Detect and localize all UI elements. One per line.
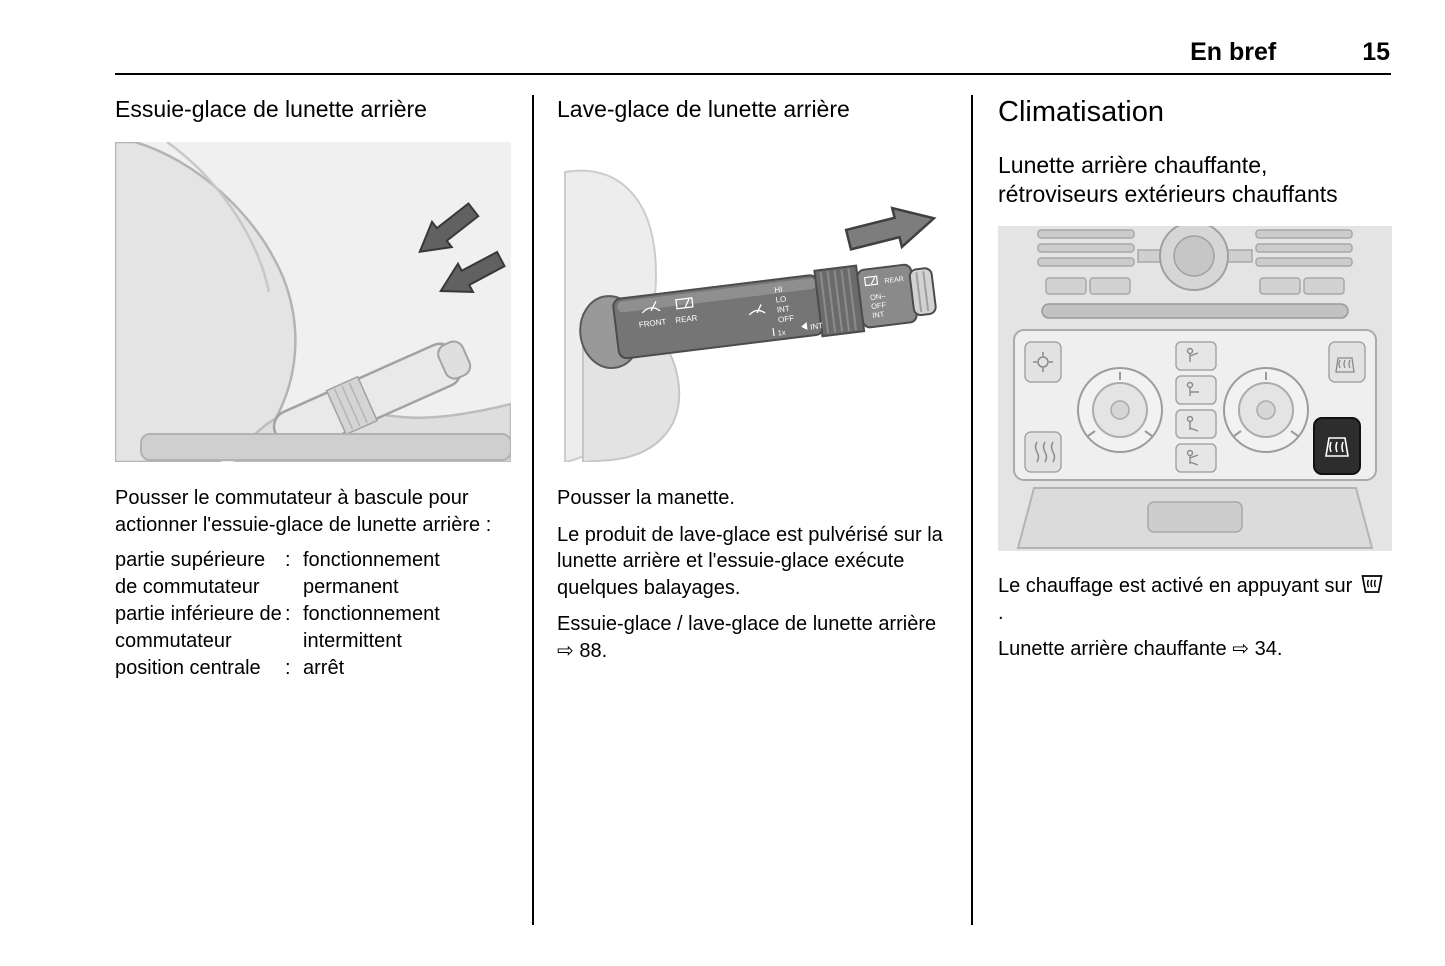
stalk-label-int-end: INT: [872, 309, 886, 319]
steering-column-drawing: [115, 142, 511, 462]
section-title: En bref: [1190, 38, 1277, 66]
washer-stalk-shape: FRONT REAR HI LO INT OFF 1x: [579, 263, 937, 369]
reference-text: Lunette arrière chauffante: [998, 638, 1227, 660]
reference-text: Essuie-glace / lave-glace de lunette: [557, 613, 873, 635]
reference-page-number: 88.: [579, 639, 608, 662]
definition-colon: :: [285, 657, 291, 679]
temperature-knob-shape: [1223, 367, 1309, 453]
washer-stalk-illustration: FRONT REAR HI LO INT OFF 1x: [557, 142, 951, 462]
page-number: 15: [1362, 38, 1390, 66]
washer-push-text: Pousser la manette.: [557, 487, 735, 509]
column-separator-right: [971, 95, 973, 925]
front-wiper-icon: [641, 300, 661, 314]
definition-value: arrêt: [303, 657, 345, 679]
climate-panel-drawing: [998, 226, 1392, 551]
definition-term: partie inférieure de commutateur: [115, 603, 282, 652]
rear-wiper-definition-list: partie supérieure de commutateur : fonct…: [115, 547, 511, 682]
definition-value: fonctionnement intermittent: [303, 603, 440, 652]
rear-washer-heading: Lave-glace de lunette arrière: [557, 96, 850, 122]
page-ref-arrow-icon: ⇨: [557, 639, 574, 662]
rear-window-wiper-icon: [863, 275, 879, 287]
rear-window-heating-icon: [1361, 575, 1383, 593]
wiper-stalk-shape: [272, 340, 472, 455]
vent-strip-shape: [1041, 303, 1349, 319]
definition-row: partie supérieure de commutateur : fonct…: [115, 547, 511, 601]
dashboard-strip-shape: [140, 433, 511, 461]
heating-activation-text: Le chauffage est activé en appuyant sur …: [998, 573, 1392, 626]
stalk-label-rear: REAR: [675, 313, 698, 325]
stalk-label-rear-end: REAR: [884, 276, 904, 285]
auto-button-shape: [1024, 341, 1062, 383]
page-header: En bref 15: [1190, 38, 1390, 67]
stalk-label-lo: LO: [775, 294, 787, 304]
page-ref-arrow-icon: ⇨: [1232, 638, 1250, 660]
definition-colon: :: [285, 603, 291, 625]
washer-page-reference: Essuie-glace / lave-glace de lunette arr…: [557, 611, 951, 664]
climate-control-panel-illustration: [998, 226, 1392, 551]
reference-page-number: 34.: [1254, 638, 1283, 660]
washer-stalk-drawing: FRONT REAR HI LO INT OFF 1x: [557, 142, 951, 462]
definition-value: fonctionnement permanent: [303, 549, 440, 598]
collar-pointer-icon: [801, 322, 808, 330]
heating-text-before: Le chauffage est activé en appuyant sur: [998, 575, 1358, 597]
stalk-label-on: ON–: [870, 291, 887, 302]
column-separator-left: [532, 95, 534, 925]
climate-page-reference: Lunette arrière chauffante ⇨ 34.: [998, 636, 1392, 663]
rear-wiper-heading: Essuie-glace de lunette arrière: [115, 96, 427, 122]
definition-term: position centrale: [115, 657, 261, 679]
heated-seat-left-button-shape: [1024, 431, 1062, 473]
dash-slats: [1037, 229, 1353, 267]
rear-wiper-icon: [675, 297, 694, 310]
content-column-climate: Climatisation Lunette arrière chauffante…: [998, 95, 1392, 663]
stalk-label-int: INT: [776, 304, 790, 315]
upper-button-row: [1045, 277, 1345, 295]
definition-term: partie supérieure de commutateur: [115, 549, 266, 598]
content-column-rear-wiper: Essuie-glace de lunette arrière: [115, 95, 511, 682]
rear-wiper-intro: Pousser le commutateur à bascule pour ac…: [115, 487, 492, 536]
header-rule: [115, 73, 1391, 75]
single-wipe-arrow-icon: [772, 328, 775, 337]
fan-knob-shape: [1077, 367, 1163, 453]
windshield-defrost-button-shape: [1328, 341, 1366, 383]
console-tray-shape: [1147, 501, 1243, 533]
stalk-label-off: OFF: [778, 314, 795, 325]
definition-colon: :: [285, 549, 291, 571]
heating-text-after: .: [998, 601, 1004, 624]
climate-subheading: Lunette arrière chauffante, rétroviseurs…: [998, 152, 1338, 207]
definition-row: position centrale : arrêt: [115, 655, 511, 682]
stalk-label-hi: HI: [774, 285, 783, 295]
push-direction-arrow-icon: [844, 206, 937, 251]
climate-heading: Climatisation: [998, 96, 1164, 128]
reference-text-2: arrière: [878, 613, 937, 635]
stalk-label-off-end: OFF: [871, 300, 887, 311]
collar-ridges: [819, 268, 857, 334]
definition-row: partie inférieure de commutateur : fonct…: [115, 601, 511, 655]
push-arrow-upper-icon: [418, 202, 480, 253]
rear-window-heating-button: [1313, 417, 1361, 475]
stalk-label-1x: 1x: [777, 328, 786, 338]
content-column-rear-washer: Lave-glace de lunette arrière: [557, 95, 951, 664]
stalk-label-front: FRONT: [638, 317, 667, 329]
wiper-mode-icon: [748, 304, 766, 316]
rear-wiper-stalk-illustration: [115, 142, 511, 462]
stalk-label-int-collar: INT: [810, 321, 824, 332]
washer-spray-text: Le produit de lave-glace est pulvérisé s…: [557, 523, 943, 599]
push-arrow-lower-icon: [438, 250, 506, 294]
air-distribution-buttons: [1175, 341, 1217, 473]
